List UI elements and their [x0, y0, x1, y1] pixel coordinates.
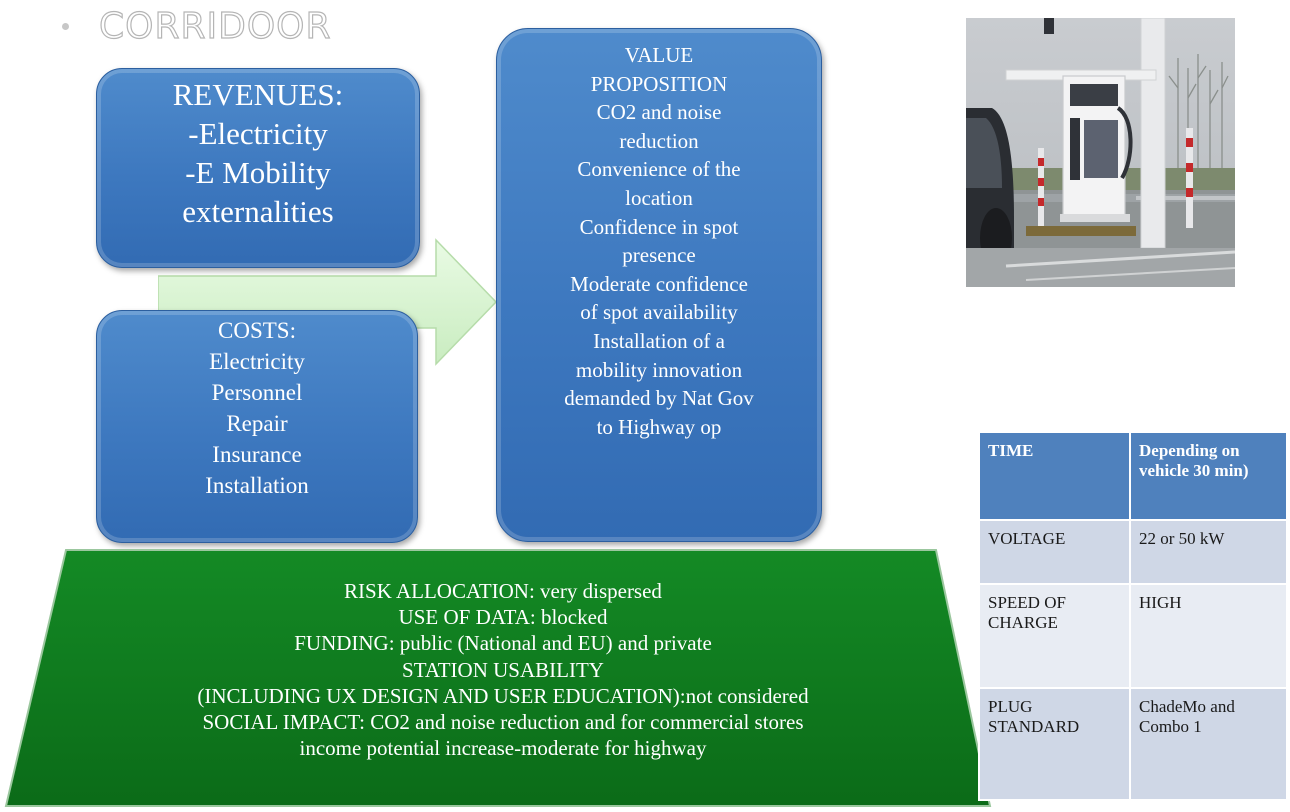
charging-station-illustration	[966, 18, 1235, 287]
table-row: VOLTAGE 22 or 50 kW	[978, 519, 1288, 585]
heading-text: CORRIDOOR	[98, 5, 332, 47]
value-proposition-line: Moderate confidence	[570, 271, 748, 296]
summary-trapezoid	[4, 549, 992, 807]
revenues-box: REVENUES: -Electricity -E Mobility exter…	[96, 68, 420, 268]
slide-heading: CORRIDOOR	[62, 4, 332, 48]
table-row: TIME Depending on vehicle 30 min)	[978, 431, 1288, 521]
spec-key: VOLTAGE	[978, 519, 1131, 585]
value-proposition-box: VALUE PROPOSITION CO2 and noise reductio…	[496, 28, 822, 542]
revenues-line: REVENUES:	[172, 77, 344, 112]
costs-item: Insurance	[212, 442, 302, 467]
value-proposition-line: mobility innovation	[575, 357, 743, 382]
value-proposition-line: reduction	[619, 128, 699, 153]
value-proposition-line: to Highway op	[596, 414, 722, 439]
summary-line: RISK ALLOCATION: very dispersed	[344, 579, 662, 603]
revenues-line: -Electricity	[188, 116, 328, 151]
value-proposition-line: location	[625, 185, 693, 210]
value-proposition-title: PROPOSITION	[590, 71, 728, 96]
summary-line: SOCIAL IMPACT: CO2 and noise reduction a…	[202, 710, 804, 735]
value-proposition-line: Confidence in spot	[579, 214, 739, 239]
value-proposition-line: Installation of a	[593, 328, 725, 353]
value-proposition-title: VALUE	[624, 43, 694, 67]
value-proposition-line: demanded by Nat Gov	[564, 386, 754, 411]
spec-value: 22 or 50 kW	[1129, 519, 1288, 585]
table-row: PLUG STANDARD ChadeMo and Combo 1	[978, 687, 1288, 801]
value-proposition-line: Convenience of the	[577, 157, 741, 182]
spec-key: TIME	[978, 431, 1131, 521]
charging-station-photo	[966, 18, 1235, 287]
costs-item: Repair	[226, 411, 288, 436]
table-row: SPEED OF CHARGE HIGH	[978, 583, 1288, 689]
spec-key: SPEED OF CHARGE	[978, 583, 1131, 689]
spec-value: Depending on vehicle 30 min)	[1129, 431, 1288, 521]
costs-item: Electricity	[209, 349, 305, 374]
value-proposition-line: of spot availability	[580, 300, 738, 325]
costs-box: COSTS: Electricity Personnel Repair Insu…	[96, 310, 418, 543]
spec-value: HIGH	[1129, 583, 1288, 689]
revenues-line: -E Mobility	[185, 155, 331, 190]
value-proposition-line: CO2 and noise	[596, 100, 722, 125]
spec-table: TIME Depending on vehicle 30 min) VOLTAG…	[978, 431, 1288, 801]
costs-item: Personnel	[211, 380, 303, 405]
summary-line: income potential increase-moderate for h…	[299, 736, 707, 761]
summary-line: USE OF DATA: blocked	[398, 605, 608, 630]
value-proposition-line: presence	[622, 243, 696, 268]
costs-item: Installation	[205, 473, 309, 498]
summary-text: RISK ALLOCATION: very dispersed USE OF D…	[40, 578, 966, 761]
revenues-line: externalities	[182, 194, 334, 229]
bullet-icon	[62, 22, 69, 30]
summary-line: (INCLUDING UX DESIGN AND USER EDUCATION)…	[197, 683, 809, 708]
summary-line: FUNDING: public (National and EU) and pr…	[294, 631, 712, 656]
spec-key: PLUG STANDARD	[978, 687, 1131, 801]
spec-value: ChadeMo and Combo 1	[1129, 687, 1288, 801]
costs-title: COSTS:	[218, 318, 296, 343]
summary-line: STATION USABILITY	[402, 657, 604, 682]
